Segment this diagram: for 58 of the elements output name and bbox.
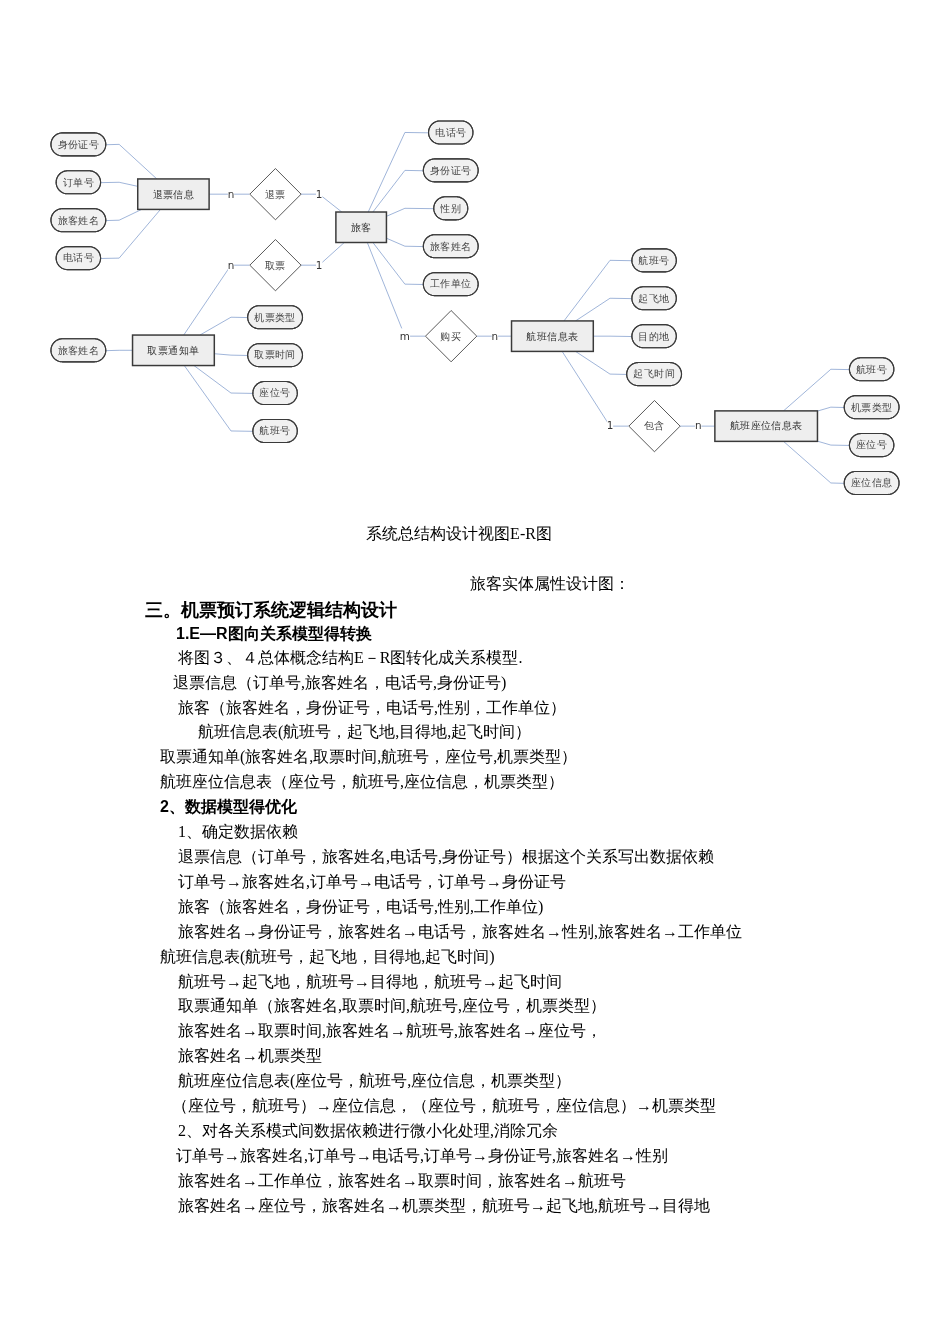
body-text: 退票信息（订单号，旅客姓名,电话号,身份证号）根据这个关系写出数据依赖: [178, 847, 714, 867]
relation-schema: 退票信息（订单号,旅客姓名，电话号,身份证号): [173, 673, 507, 693]
dependency-line: （座位号，航班号）→座位信息，（座位号，航班号，座位信息）→机票类型: [172, 1096, 716, 1116]
relation-schema: 航班座位信息表（座位号，航班号,座位信息，机票类型）: [160, 772, 564, 792]
connector: [183, 264, 250, 336]
connector: [300, 241, 345, 266]
subsection-heading: 2、数据模型得优化: [160, 797, 297, 817]
node-box: 旅客: [335, 211, 388, 243]
edge-label: n: [227, 187, 235, 200]
edge-label: 1: [606, 419, 614, 432]
dependency-line: 订单号→旅客姓名,订单号→电话号，订单号→身份证号: [178, 872, 566, 892]
relation-schema: 旅客（旅客姓名，身份证号，电话号,性别,工作单位): [178, 897, 544, 917]
edge-label: n: [227, 258, 235, 271]
connector: [105, 349, 133, 351]
connector: [366, 241, 426, 337]
dependency-line: 订单号→旅客姓名,订单号→电话号,订单号→身份证号,旅客姓名→性别: [176, 1146, 668, 1166]
connector: [100, 208, 161, 259]
connector: [575, 297, 633, 322]
edge-label: 1: [315, 187, 323, 200]
connector: [817, 406, 845, 412]
step-heading: 1、确定数据依赖: [178, 822, 298, 842]
dependency-line: 旅客姓名→座位号，旅客姓名→机票类型，航班号→起飞地,航班号→目得地: [178, 1196, 710, 1216]
connector: [783, 440, 845, 484]
connector: [105, 143, 158, 180]
connector: [386, 207, 435, 217]
subsection-heading: 1.E—R图向关系模型得转换: [176, 624, 372, 644]
dependency-line: 旅客姓名→机票类型: [178, 1046, 322, 1066]
connector: [300, 193, 343, 213]
dependency-line: 旅客姓名→身份证号，旅客姓名→电话号，旅客姓名→性别,旅客姓名→工作单位: [178, 922, 742, 942]
connector: [563, 259, 633, 322]
edge-label: n: [491, 329, 499, 342]
node-box: 航班信息表: [510, 319, 595, 352]
figure-caption: 旅客实体属性设计图：: [470, 574, 630, 594]
relation-schema: 旅客（旅客姓名，身份证号，电话号,性别，工作单位）: [178, 698, 566, 718]
node-diamond: 购买: [425, 309, 478, 363]
connector: [561, 350, 629, 427]
edge-label: n: [694, 419, 702, 432]
relation-schema: 航班信息表(航班号，起飞地,目得地,起飞时间）: [198, 722, 532, 742]
dependency-line: 旅客姓名→工作单位，旅客姓名→取票时间，旅客姓名→航班号: [178, 1171, 626, 1191]
step-heading: 2、对各关系模式间数据依赖进行微小化处理,消除冗余: [178, 1121, 558, 1141]
node-box: 退票信息: [137, 177, 210, 210]
relation-schema: 取票通知单（旅客姓名,取票时间,航班号,座位号，机票类型）: [178, 996, 606, 1016]
figure-caption: 系统总结构设计视图E-R图: [366, 524, 552, 544]
relation-schema: 航班座位信息表(座位号，航班号,座位信息，机票类型）: [178, 1071, 572, 1091]
node-box: 取票通知单: [131, 334, 216, 367]
dependency-line: 旅客姓名→取票时间,旅客姓名→航班号,旅客姓名→座位号，: [178, 1021, 602, 1041]
edge-label: 1: [315, 258, 323, 271]
body-text: 将图３、４总体概念结构E－R图转化成关系模型.: [178, 648, 523, 668]
node-diamond: 退票: [249, 167, 302, 221]
node-box: 航班座位信息表: [714, 409, 819, 442]
dependency-line: 航班号→起飞地，航班号→目得地，航班号→起飞时间: [178, 972, 562, 992]
node-diamond: 包含: [628, 399, 681, 452]
node-diamond: 取票: [249, 238, 302, 292]
connector: [105, 208, 142, 221]
edge-label: m: [399, 329, 410, 342]
relation-schema: 航班信息表(航班号，起飞地，目得地,起飞时间): [160, 947, 495, 967]
relation-schema: 取票通知单(旅客姓名,取票时间,航班号，座位号,机票类型）: [160, 747, 578, 767]
section-heading: 三。机票预订系统逻辑结构设计: [145, 599, 397, 621]
